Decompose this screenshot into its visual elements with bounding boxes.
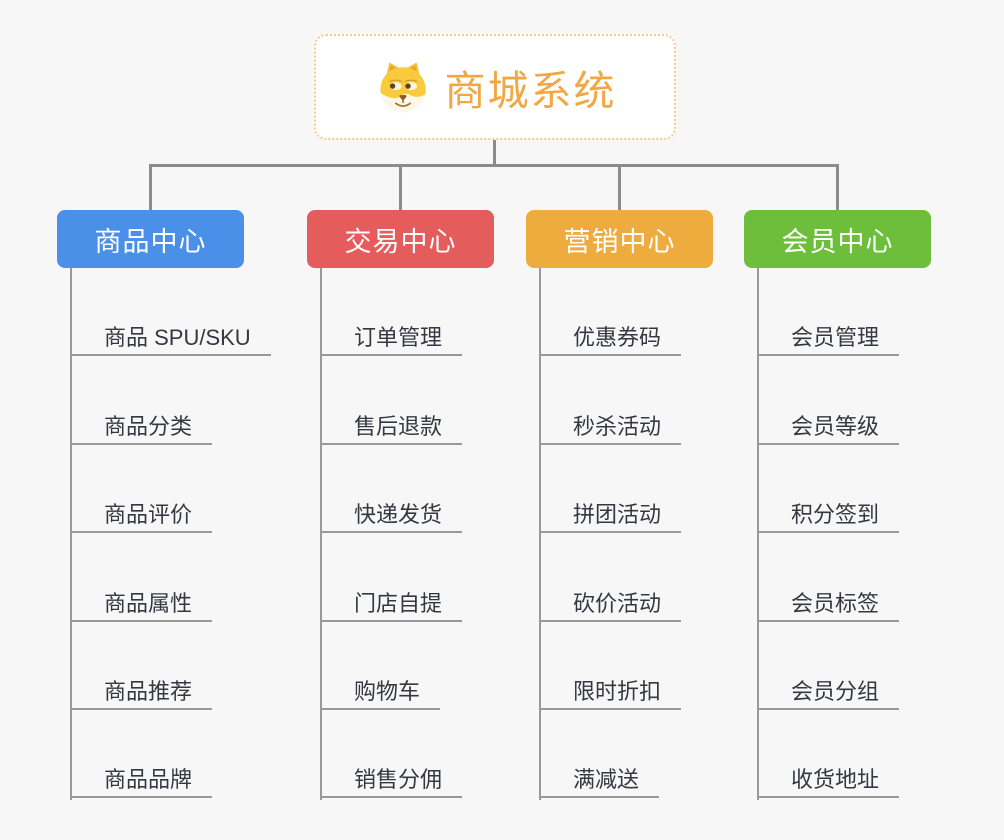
root-node-label: 商城系统 xyxy=(444,68,617,114)
leaf-node[interactable]: 商品属性 xyxy=(70,588,213,622)
branch-rail-product xyxy=(70,268,72,800)
branch-rail-member xyxy=(757,268,759,800)
leaf-node[interactable]: 会员标签 xyxy=(757,588,900,622)
connector-root-stem xyxy=(493,139,496,167)
leaf-node[interactable]: 会员管理 xyxy=(757,322,900,356)
leaf-node[interactable]: 商品推荐 xyxy=(70,676,213,710)
connector-drop-marketing xyxy=(618,164,621,210)
leaf-node[interactable]: 商品分类 xyxy=(70,411,213,445)
dog-face-icon xyxy=(379,62,426,113)
branch-label: 营销中心 xyxy=(563,226,676,257)
branch-node-trade-center[interactable]: 交易中心 xyxy=(307,210,494,268)
leaf-node[interactable]: 售后退款 xyxy=(320,411,463,445)
leaf-node[interactable]: 订单管理 xyxy=(320,322,463,356)
branch-node-member-center[interactable]: 会员中心 xyxy=(744,210,931,268)
connector-drop-product xyxy=(149,164,152,210)
leaf-node[interactable]: 拼团活动 xyxy=(539,499,682,533)
connector-drop-trade xyxy=(399,164,402,210)
connector-horizontal-bar xyxy=(149,164,839,167)
root-node[interactable]: 商城系统 xyxy=(314,34,676,140)
branch-rail-trade xyxy=(320,268,322,800)
leaf-node[interactable]: 满减送 xyxy=(539,764,660,798)
branch-label: 会员中心 xyxy=(781,226,894,257)
branch-node-product-center[interactable]: 商品中心 xyxy=(57,210,244,268)
leaf-node[interactable]: 商品品牌 xyxy=(70,764,213,798)
leaf-node[interactable]: 快递发货 xyxy=(320,499,463,533)
connector-drop-member xyxy=(836,164,839,210)
leaf-node[interactable]: 优惠券码 xyxy=(539,322,682,356)
branch-rail-marketing xyxy=(539,268,541,800)
leaf-node[interactable]: 商品评价 xyxy=(70,499,213,533)
leaf-node[interactable]: 销售分佣 xyxy=(320,764,463,798)
leaf-node[interactable]: 限时折扣 xyxy=(539,676,682,710)
leaf-node[interactable]: 商品 SPU/SKU xyxy=(70,322,271,356)
branch-label: 交易中心 xyxy=(344,226,457,257)
leaf-node[interactable]: 积分签到 xyxy=(757,499,900,533)
leaf-node[interactable]: 会员分组 xyxy=(757,676,900,710)
leaf-node[interactable]: 秒杀活动 xyxy=(539,411,682,445)
leaf-node[interactable]: 砍价活动 xyxy=(539,588,682,622)
branch-node-marketing-center[interactable]: 营销中心 xyxy=(526,210,713,268)
leaf-node[interactable]: 门店自提 xyxy=(320,588,463,622)
leaf-node[interactable]: 收货地址 xyxy=(757,764,900,798)
leaf-node[interactable]: 购物车 xyxy=(320,676,441,710)
branch-label: 商品中心 xyxy=(94,226,207,257)
leaf-node[interactable]: 会员等级 xyxy=(757,411,900,445)
